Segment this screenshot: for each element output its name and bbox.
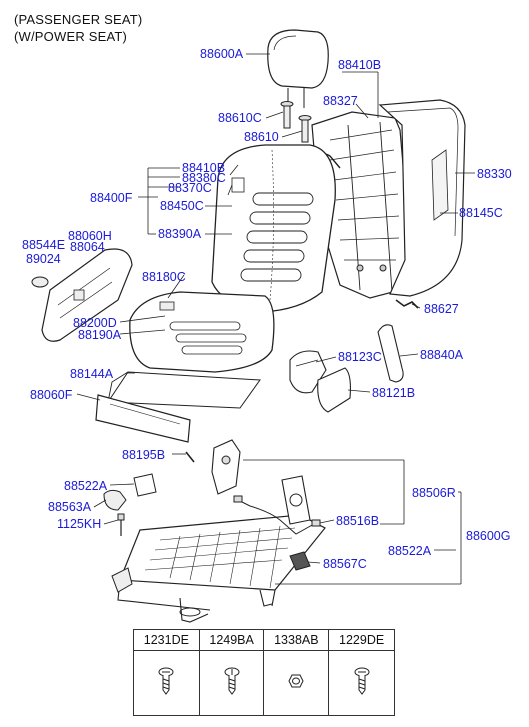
label-88060F: 88060F bbox=[30, 388, 73, 402]
header-line-1: (PASSENGER SEAT) bbox=[14, 12, 143, 27]
label-88410B: 88410B bbox=[182, 161, 226, 175]
label-88610: 88610 bbox=[244, 130, 279, 144]
front-cover-part bbox=[95, 394, 191, 443]
side-shield-part bbox=[317, 367, 351, 413]
header-line-2: (W/POWER SEAT) bbox=[14, 29, 128, 44]
cover-cap-part bbox=[289, 551, 311, 571]
label-88327: 88327 bbox=[323, 94, 358, 108]
label-88563A: 88563A bbox=[48, 500, 92, 514]
fastener-cell bbox=[198, 650, 265, 716]
fastener-code: 1229DE bbox=[328, 629, 395, 651]
fastener-code: 1249BA bbox=[198, 629, 265, 651]
label-88145C: 88145C bbox=[459, 206, 503, 220]
label-1125KH: 1125KH bbox=[57, 517, 102, 531]
label-88190A: 88190A bbox=[78, 328, 122, 342]
seat-pad-part bbox=[107, 371, 261, 409]
label-88390A: 88390A bbox=[158, 227, 202, 241]
fastener-cell bbox=[328, 650, 395, 716]
label-88544E: 88544E bbox=[22, 238, 66, 252]
label-88330: 88330 bbox=[477, 167, 512, 181]
seatback-panel-part bbox=[378, 99, 466, 297]
label-88516B: 88516B bbox=[336, 514, 380, 528]
seat-cushion-part bbox=[129, 291, 275, 373]
label-88840A: 88840A bbox=[420, 348, 464, 362]
label-88180C: 88180C bbox=[142, 270, 186, 284]
label-88522A-left: 88522A bbox=[64, 479, 108, 493]
label-88610C: 88610C bbox=[218, 111, 262, 125]
seatback-cushion-part bbox=[211, 144, 336, 313]
label-88064: 88064 bbox=[70, 240, 105, 254]
fastener-code: 1338AB bbox=[263, 629, 330, 651]
label-88400F: 88400F bbox=[90, 191, 133, 205]
side-cover-part bbox=[31, 248, 133, 342]
label-88506R: 88506R bbox=[412, 486, 456, 500]
screw-icon bbox=[158, 667, 174, 695]
label-88410B-top: 88410B bbox=[338, 58, 382, 72]
small-screw-part bbox=[185, 451, 195, 463]
fastener-cell bbox=[263, 650, 330, 716]
label-88144A: 88144A bbox=[70, 367, 114, 381]
label-88567C: 88567C bbox=[323, 557, 367, 571]
label-88522A-right: 88522A bbox=[388, 544, 432, 558]
label-89024: 89024 bbox=[26, 252, 61, 266]
seat-track-frame-part bbox=[111, 514, 326, 623]
bracket-part bbox=[133, 473, 157, 497]
headrest-part bbox=[267, 29, 329, 108]
label-88123C: 88123C bbox=[338, 350, 382, 364]
label-88195B: 88195B bbox=[122, 448, 166, 462]
label-88450C: 88450C bbox=[160, 199, 204, 213]
label-88370C: 88370C bbox=[168, 181, 212, 195]
label-88200D: 88200D bbox=[73, 316, 117, 330]
lever-part bbox=[103, 489, 127, 511]
label-88600A: 88600A bbox=[200, 47, 244, 61]
label-88121B: 88121B bbox=[372, 386, 416, 400]
label-88060H: 88060H bbox=[68, 229, 112, 243]
fastener-table: 1231DE 1249BA 1338AB 1229DE bbox=[133, 629, 395, 716]
fastener-cell bbox=[133, 650, 200, 716]
label-88600G: 88600G bbox=[466, 529, 511, 543]
clip-part bbox=[395, 299, 419, 309]
label-88380C: 88380C bbox=[182, 171, 226, 185]
nut-icon bbox=[288, 674, 304, 687]
screw-icon bbox=[224, 667, 240, 695]
bolt-part bbox=[117, 513, 125, 536]
recliner-mechanism-part bbox=[211, 439, 241, 495]
screw-icon bbox=[354, 667, 370, 695]
motor-part bbox=[281, 475, 311, 525]
fastener-code: 1231DE bbox=[133, 629, 200, 651]
handle-part bbox=[377, 324, 404, 383]
label-88627: 88627 bbox=[424, 302, 459, 316]
